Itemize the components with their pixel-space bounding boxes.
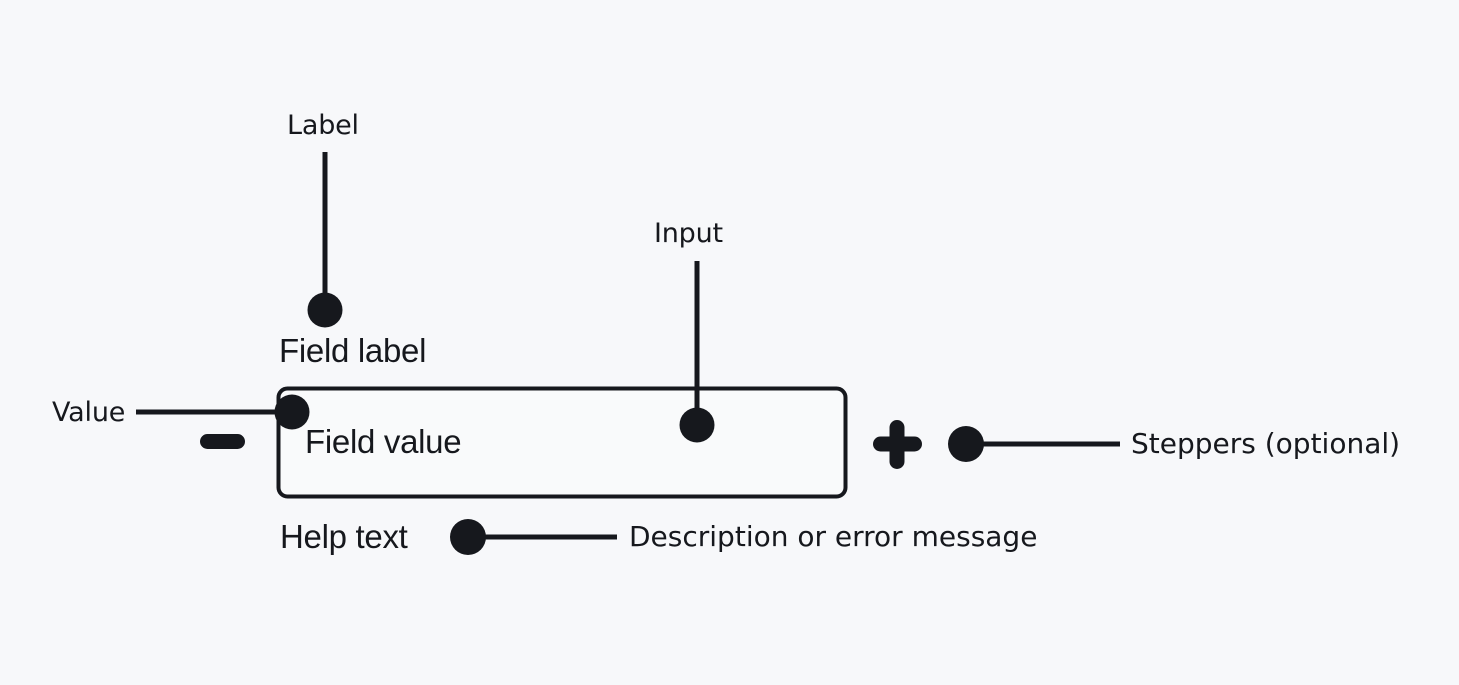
callout-caption-helptext: Description or error message [629,520,1038,553]
label-callout-dot [307,292,343,328]
field-value[interactable]: Field value [305,423,462,460]
value-callout-dot [274,394,310,430]
callout-caption-value: Value [52,397,126,428]
field-label: Field label [279,332,427,369]
plus-icon[interactable] [873,420,922,469]
minus-icon[interactable] [200,434,245,449]
callout-caption-input: Input [654,218,723,249]
helptext-callout-dot [450,519,486,555]
callout-caption-steppers: Steppers (optional) [1131,427,1401,460]
input-callout-dot [679,407,715,443]
steppers-callout-dot [948,426,984,462]
help-text: Help text [280,518,408,555]
callout-caption-label: Label [287,110,359,141]
